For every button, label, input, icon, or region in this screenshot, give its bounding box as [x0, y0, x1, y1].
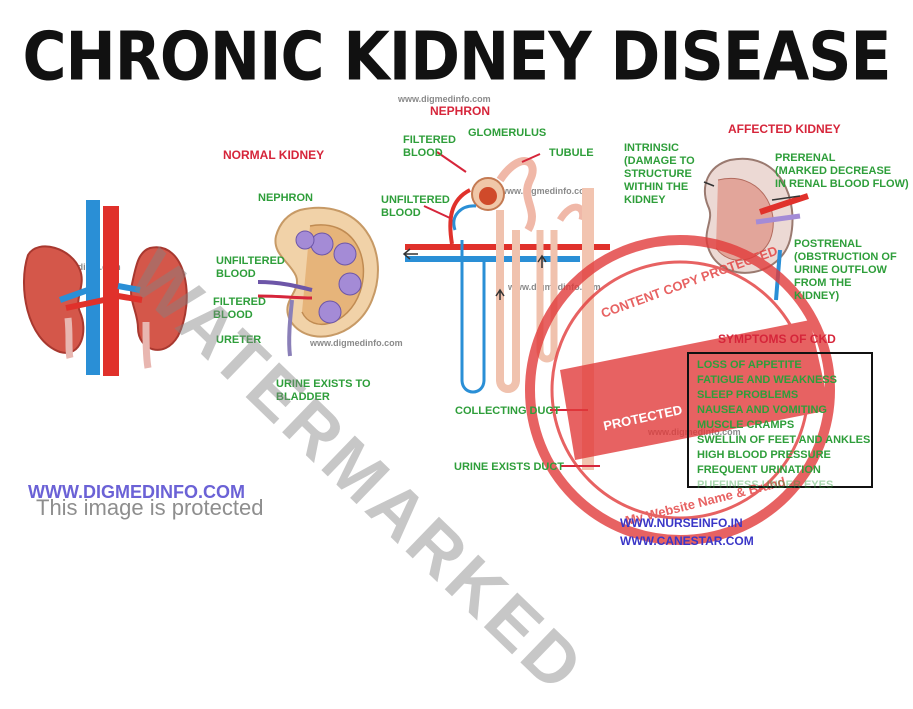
site-watermark: www.digmedinfo.com: [310, 338, 403, 348]
symptoms-heading: SYMPTOMS OF CKD: [718, 332, 836, 346]
page-title: CHRONIC KIDNEY DISEASE: [22, 18, 891, 97]
symptom-item: NAUSEA AND VOMITING: [697, 404, 827, 416]
symptom-item: LOSS OF APPETITE: [697, 359, 802, 371]
glomerulus-label: GLOMERULUS: [468, 127, 547, 139]
affected-kidney-heading: AFFECTED KIDNEY: [728, 122, 841, 136]
protected-notice: This image is protected: [36, 495, 264, 520]
nurseinfo-link[interactable]: WWW.NURSEINFO.IN: [620, 516, 743, 530]
kidney-pair-illustration: [23, 200, 188, 376]
normal-kidney-heading: NORMAL KIDNEY: [223, 148, 325, 162]
ckd-illustration: PROTECTED CONTENT COPY PROTECTED My Webs…: [23, 151, 835, 545]
symptoms-box: LOSS OF APPETITE FATIGUE AND WEAKNESS SL…: [687, 352, 873, 491]
symptom-item: PUFFINESS UNDER EYES: [697, 479, 834, 491]
site-watermark: www.digmedinfo.com: [398, 94, 491, 104]
prerenal-label: PRERENAL (MARKED DECREASE IN RENAL BLOOD…: [775, 152, 909, 190]
symptom-item: SLEEP PROBLEMS: [697, 389, 799, 401]
symptom-item: FATIGUE AND WEAKNESS: [697, 374, 837, 386]
symptom-item: MUSCLE CRAMPS: [697, 419, 795, 431]
urine-exits-duct-label: URINE EXISTS DUCT: [454, 461, 565, 473]
nephron-heading: NEPHRON: [430, 104, 491, 118]
tubule-label: TUBULE: [549, 147, 594, 159]
intrinsic-label: INTRINSIC (DAMAGE TO STRUCTURE WITHIN TH…: [624, 142, 695, 206]
footer-site-link[interactable]: WWW.DIGMEDINFO.COM: [28, 482, 245, 502]
copy-protected-stamp: PROTECTED CONTENT COPY PROTECTED My Webs…: [525, 235, 835, 545]
symptom-item: SWELLIN OF FEET AND ANKLES: [697, 434, 871, 446]
site-watermark: www.digmedinfo.com: [500, 186, 593, 196]
canestar-link[interactable]: WWW.CANESTAR.COM: [620, 534, 754, 548]
nk-nephron-label: NEPHRON: [258, 192, 314, 204]
normal-kidney-section: [257, 206, 379, 357]
nk-ureter-label: URETER: [216, 334, 262, 346]
collecting-duct-label: COLLECTING DUCT: [455, 405, 561, 417]
symptom-item: FREQUENT URINATION: [697, 464, 821, 476]
postrenal-label: POSTRENAL (OBSTRUCTION OF URINE OUTFLOW …: [794, 238, 897, 302]
symptom-item: HIGH BLOOD PRESSURE: [697, 449, 831, 461]
